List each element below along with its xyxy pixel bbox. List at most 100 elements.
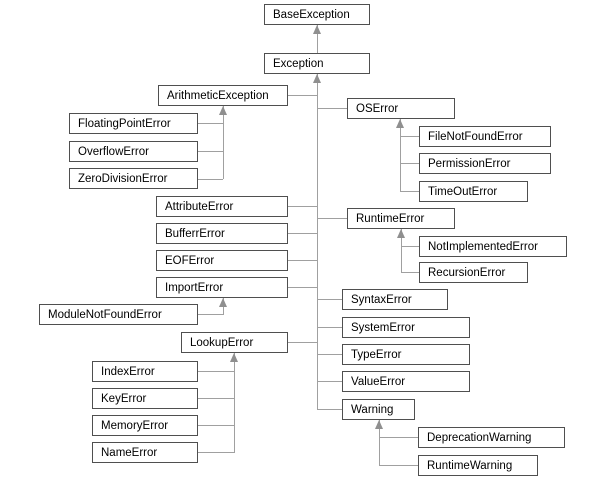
connector-line — [198, 398, 234, 399]
connector-line — [288, 95, 317, 96]
connector-line — [317, 409, 342, 410]
node-label: IndexError — [101, 365, 155, 378]
arrow-up-icon — [375, 420, 383, 429]
connector-line — [379, 420, 380, 466]
connector-line — [198, 151, 223, 152]
node-label: RuntimeError — [356, 212, 425, 225]
connector-line — [379, 437, 418, 438]
arrow-up-icon — [397, 229, 405, 238]
connector-line — [379, 465, 418, 466]
node-lookup-error: LookupError — [181, 332, 288, 353]
connector-line — [317, 299, 342, 300]
node-label: ArithmeticException — [167, 89, 269, 102]
node-floating-point-error: FloatingPointError — [69, 113, 198, 134]
node-label: EOFError — [165, 254, 215, 267]
node-label: BufferrError — [165, 227, 225, 240]
connector-line — [288, 260, 317, 261]
connector-line — [401, 246, 419, 247]
arrow-up-icon — [313, 25, 321, 34]
node-label: DeprecationWarning — [427, 431, 532, 444]
connector-line — [317, 108, 347, 109]
connector-line — [288, 206, 317, 207]
node-eof-error: EOFError — [156, 250, 288, 271]
node-label: TimeOutError — [428, 185, 498, 198]
connector-line — [288, 287, 317, 288]
node-warning: Warning — [342, 399, 415, 420]
connector-line — [234, 353, 235, 453]
node-label: ValueError — [351, 375, 406, 388]
node-permission-error: PermissionError — [419, 153, 551, 174]
node-timeout-error: TimeOutError — [419, 181, 528, 202]
node-os-error: OSError — [347, 98, 455, 119]
node-recursion-error: RecursionError — [419, 262, 528, 283]
connector-line — [400, 136, 419, 137]
node-zero-division-error: ZeroDivisionError — [69, 168, 198, 189]
connector-line — [288, 233, 317, 234]
node-deprecation-warning: DeprecationWarning — [418, 427, 565, 448]
connector-line — [317, 381, 342, 382]
connector-line — [198, 314, 223, 315]
node-label: TypeError — [351, 348, 402, 361]
node-label: RuntimeWarning — [427, 459, 513, 472]
connector-line — [400, 163, 419, 164]
node-label: NotImplementedError — [428, 240, 538, 253]
node-syntax-error: SyntaxError — [342, 289, 448, 310]
node-index-error: IndexError — [92, 361, 198, 382]
connector-line — [198, 425, 234, 426]
node-label: AttributeError — [165, 200, 234, 213]
connector-line — [400, 119, 401, 192]
connector-line — [223, 106, 224, 179]
connector-line — [317, 327, 342, 328]
connector-line — [198, 452, 234, 453]
node-label: FileNotFoundError — [428, 130, 523, 143]
arrow-up-icon — [396, 119, 404, 128]
connector-line — [317, 354, 342, 355]
node-label: ImportError — [165, 281, 224, 294]
node-type-error: TypeError — [342, 344, 470, 365]
node-import-error: ImportError — [156, 277, 288, 298]
node-label: PermissionError — [428, 157, 511, 170]
node-label: SyntaxError — [351, 293, 412, 306]
node-runtime-warning: RuntimeWarning — [418, 455, 538, 476]
node-label: MemoryError — [101, 419, 169, 432]
node-label: NameError — [101, 446, 158, 459]
connector-line — [317, 25, 318, 53]
connector-line — [288, 342, 317, 343]
node-attribute-error: AttributeError — [156, 196, 288, 217]
node-label: OverflowError — [78, 145, 149, 158]
node-name-error: NameError — [92, 442, 198, 463]
connector-line — [198, 123, 223, 124]
arrow-up-icon — [230, 353, 238, 362]
connector-line — [400, 191, 419, 192]
node-arithmetic-exception: ArithmeticException — [158, 85, 288, 106]
connector-line — [401, 229, 402, 273]
arrow-up-icon — [219, 106, 227, 115]
node-not-implemented-error: NotImplementedError — [419, 236, 567, 257]
arrow-up-icon — [313, 74, 321, 83]
node-label: Warning — [351, 403, 394, 416]
node-label: KeyError — [101, 392, 147, 405]
node-key-error: KeyError — [92, 388, 198, 409]
node-file-not-found-error: FileNotFoundError — [419, 126, 551, 147]
node-label: ModuleNotFoundError — [48, 308, 162, 321]
node-base-exception: BaseException — [264, 4, 370, 25]
connector-line — [317, 74, 318, 409]
connector-line — [317, 218, 347, 219]
node-buffer-error: BufferrError — [156, 223, 288, 244]
node-label: BaseException — [273, 8, 350, 21]
node-overflow-error: OverflowError — [69, 141, 198, 162]
node-label: ZeroDivisionError — [78, 172, 168, 185]
node-exception: Exception — [264, 53, 370, 74]
node-module-not-found-error: ModuleNotFoundError — [39, 304, 198, 325]
node-label: FloatingPointError — [78, 117, 171, 130]
connector-line — [198, 179, 223, 180]
node-label: Exception — [273, 57, 324, 70]
connector-line — [198, 371, 234, 372]
connector-line — [401, 272, 419, 273]
arrow-up-icon — [219, 298, 227, 307]
node-value-error: ValueError — [342, 371, 470, 392]
node-runtime-error: RuntimeError — [347, 208, 455, 229]
node-label: LookupError — [190, 336, 254, 349]
node-system-error: SystemError — [342, 317, 470, 338]
